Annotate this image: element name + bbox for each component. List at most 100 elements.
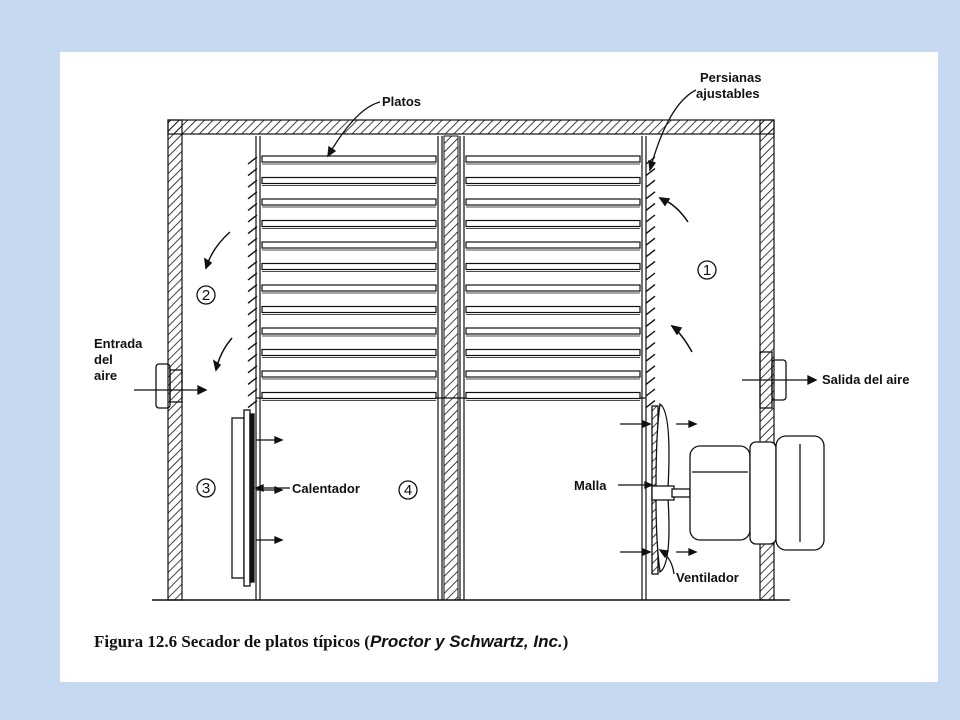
label-salida: Salida del aire — [822, 372, 909, 387]
louver-blade — [247, 307, 258, 316]
louver-blade — [247, 295, 258, 304]
louver-blade — [645, 202, 656, 211]
label-platos: Platos — [382, 94, 421, 109]
zone-4-number: 4 — [404, 482, 412, 499]
tray — [465, 348, 641, 358]
louver-blade — [645, 365, 656, 374]
louver-blade — [645, 214, 656, 223]
tray — [261, 219, 437, 229]
louver-blade — [645, 353, 656, 362]
air-outlet — [742, 351, 818, 409]
trays-left-stack — [261, 155, 437, 401]
label-persianas-1: Persianas — [700, 70, 761, 85]
louver-blade — [645, 179, 656, 188]
louver-blade — [645, 249, 656, 258]
tray — [261, 284, 437, 294]
tray-dryer-diagram: 1 2 3 4 Platos Persianas ajustables — [94, 70, 909, 651]
louver-blade — [247, 260, 258, 269]
figure-caption: Figura 12.6 Secador de platos típicos (P… — [94, 632, 568, 651]
zone-3-number: 3 — [202, 480, 210, 497]
louver-blade — [247, 168, 258, 177]
louver-blade — [247, 388, 258, 397]
tray — [465, 262, 641, 272]
louver-blade — [645, 284, 656, 293]
tray — [465, 284, 641, 294]
fan-hub — [651, 485, 675, 501]
louver-blade — [645, 400, 656, 409]
louver-blade — [645, 272, 656, 281]
fan-shaft — [671, 488, 691, 498]
louver-blade — [247, 400, 258, 409]
left-wall — [167, 119, 183, 601]
louver-blade — [247, 202, 258, 211]
louver-blade — [247, 191, 258, 200]
zone-2-number: 2 — [202, 287, 210, 304]
label-calentador: Calentador — [292, 481, 360, 496]
airflow-arrows — [204, 197, 693, 372]
tray — [465, 155, 641, 165]
louver-blade — [645, 318, 656, 327]
tray — [465, 370, 641, 380]
louver-blade — [247, 284, 258, 293]
label-ventilador: Ventilador — [676, 570, 739, 585]
tray — [261, 327, 437, 337]
caption-credit: Proctor y Schwartz, Inc. — [370, 632, 563, 651]
tray — [465, 176, 641, 186]
louver-blade — [247, 179, 258, 188]
tray — [465, 391, 641, 401]
label-persianas-2: ajustables — [696, 86, 760, 101]
zone-marker-4: 4 — [398, 480, 418, 500]
tray — [261, 155, 437, 165]
louver-blade — [247, 318, 258, 327]
zone-marker-1: 1 — [697, 260, 717, 280]
zone-marker-2: 2 — [196, 285, 216, 305]
louver-blade — [247, 214, 258, 223]
zone-1-number: 1 — [703, 262, 711, 279]
tray — [261, 370, 437, 380]
air-inlet — [134, 363, 208, 409]
tray — [261, 262, 437, 272]
adjustable-louvers-left — [247, 156, 258, 409]
tray — [465, 198, 641, 208]
caption-prefix: Figura 12.6 Secador de platos típicos ( — [94, 632, 370, 651]
heater — [231, 409, 284, 587]
louver-blade — [247, 342, 258, 351]
tray — [465, 327, 641, 337]
trays-right-stack — [465, 155, 641, 401]
label-entrada-2: del — [94, 352, 113, 367]
louver-blade — [247, 249, 258, 258]
louver-blade — [645, 376, 656, 385]
label-malla: Malla — [574, 478, 607, 493]
zone-marker-3: 3 — [196, 478, 216, 498]
tray — [261, 391, 437, 401]
louver-blade — [247, 330, 258, 339]
tray — [261, 305, 437, 315]
louver-blade — [645, 330, 656, 339]
figure-panel: 1 2 3 4 Platos Persianas ajustables — [60, 52, 938, 682]
leader-lines — [254, 89, 697, 575]
top-wall — [167, 119, 775, 135]
zone-markers: 1 2 3 4 — [196, 260, 717, 500]
louver-blade — [645, 168, 656, 177]
louver-blade — [645, 307, 656, 316]
louver-blade — [645, 226, 656, 235]
tray — [465, 305, 641, 315]
louver-blade — [247, 272, 258, 281]
louver-blade — [247, 353, 258, 362]
louver-blade — [645, 342, 656, 351]
label-entrada-1: Entrada — [94, 336, 143, 351]
louver-blade — [645, 260, 656, 269]
louver-blade — [645, 237, 656, 246]
fan-assembly — [620, 402, 825, 575]
louver-blade — [247, 156, 258, 165]
tray — [465, 241, 641, 251]
tray — [261, 198, 437, 208]
louver-blade — [247, 365, 258, 374]
louver-blade — [645, 295, 656, 304]
tray-frame — [255, 135, 647, 601]
louver-blade — [247, 376, 258, 385]
motor — [689, 435, 825, 551]
louver-blade — [247, 226, 258, 235]
tray — [261, 241, 437, 251]
